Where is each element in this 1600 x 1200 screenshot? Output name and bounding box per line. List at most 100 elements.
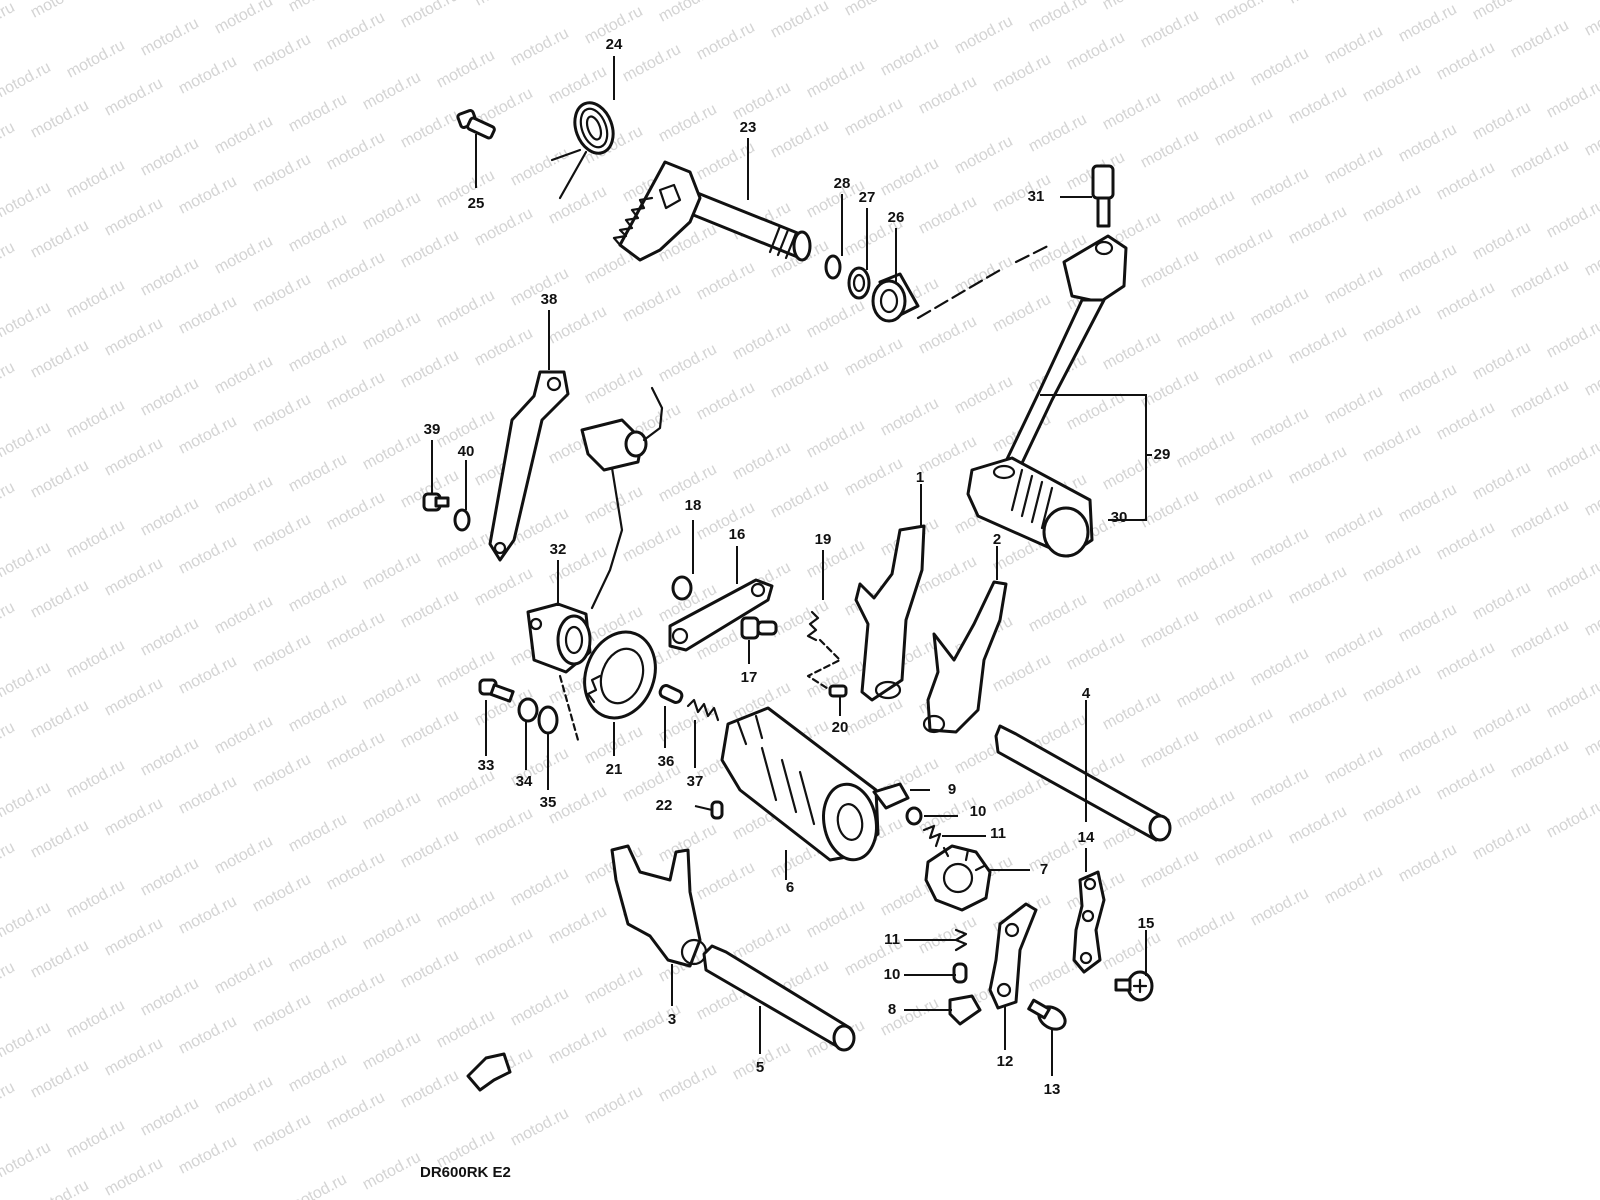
part-20-pin	[828, 684, 848, 698]
watermark-text: motod.ru	[582, 963, 646, 1008]
watermark-text: motod.ru	[28, 337, 92, 382]
watermark-text: motod.ru	[1470, 219, 1534, 264]
watermark-text: motod.ru	[952, 13, 1016, 58]
watermark-text: motod.ru	[1212, 345, 1276, 390]
watermark-text: motod.ru	[1138, 7, 1202, 52]
watermark-text: motod.ru	[434, 167, 498, 212]
watermark-text: motod.ru	[176, 413, 240, 458]
watermark-text: motod.ru	[472, 0, 536, 10]
part-15-screw	[1114, 970, 1154, 1002]
watermark-text: motod.ru	[1174, 547, 1238, 592]
watermark-text: motod.ru	[694, 259, 758, 304]
watermark-text: motod.ru	[0, 359, 18, 404]
watermark-text: motod.ru	[804, 897, 868, 942]
watermark-text: motod.ru	[1544, 557, 1600, 602]
watermark-text: motod.ru	[212, 353, 276, 398]
watermark-text: motod.ru	[1212, 825, 1276, 870]
watermark-text: motod.ru	[768, 357, 832, 402]
watermark-text: motod.ru	[286, 931, 350, 976]
watermark-text: motod.ru	[138, 135, 202, 180]
watermark-text: motod.ru	[1138, 847, 1202, 892]
watermark-text: motod.ru	[1434, 279, 1498, 324]
watermark-text: motod.ru	[324, 489, 388, 534]
watermark-text: motod.ru	[1248, 645, 1312, 690]
watermark-text: motod.ru	[1470, 699, 1534, 744]
watermark-text: motod.ru	[138, 375, 202, 420]
watermark-text: motod.ru	[804, 57, 868, 102]
watermark-text: motod.ru	[1100, 929, 1164, 974]
watermark-text: motod.ru	[324, 1089, 388, 1134]
watermark-text: motod.ru	[176, 893, 240, 938]
watermark-text: motod.ru	[212, 233, 276, 278]
watermark-text: motod.ru	[102, 1155, 166, 1200]
part-18-washer	[671, 575, 693, 601]
part-40-washer	[453, 508, 471, 532]
watermark-text: motod.ru	[1212, 585, 1276, 630]
watermark-text: motod.ru	[952, 253, 1016, 298]
callout-9: 9	[948, 781, 956, 798]
watermark-text: motod.ru	[1434, 759, 1498, 804]
watermark-text: motod.ru	[434, 527, 498, 572]
part-5-fork-shaft	[702, 944, 856, 1052]
watermark-text: motod.ru	[768, 117, 832, 162]
watermark-text: motod.ru	[1582, 475, 1600, 520]
callout-27: 27	[859, 189, 876, 206]
watermark-text: motod.ru	[1174, 667, 1238, 712]
watermark-text: motod.ru	[212, 1073, 276, 1118]
watermark-text: motod.ru	[1286, 683, 1350, 728]
watermark-text: motod.ru	[582, 1083, 646, 1128]
watermark-text: motod.ru	[472, 925, 536, 970]
watermark-text: motod.ru	[28, 817, 92, 862]
watermark-text: motod.ru	[1322, 23, 1386, 68]
watermark-text: motod.ru	[1582, 0, 1600, 40]
watermark-text: motod.ru	[1508, 617, 1572, 662]
callout-11: 11	[884, 931, 900, 948]
watermark-text: motod.ru	[1322, 623, 1386, 668]
watermark-text: motod.ru	[360, 1149, 424, 1194]
watermark-text: motod.ru	[138, 495, 202, 540]
watermark-text: motod.ru	[730, 0, 794, 4]
watermark-text: motod.ru	[546, 303, 610, 348]
watermark-text: motod.ru	[952, 373, 1016, 418]
watermark-text: motod.ru	[1470, 579, 1534, 624]
watermark-text: motod.ru	[250, 1111, 314, 1156]
part-32-switch-body	[526, 602, 592, 674]
watermark-text: motod.ru	[1100, 689, 1164, 734]
watermark-text: motod.ru	[1396, 241, 1460, 286]
part-14-stopper-plate	[1072, 870, 1106, 974]
watermark-text: motod.ru	[1360, 61, 1424, 106]
watermark-text: motod.ru	[878, 35, 942, 80]
watermark-text: motod.ru	[990, 51, 1054, 96]
part-35-o-ring	[537, 674, 580, 742]
watermark-text: motod.ru	[64, 877, 128, 922]
callout-22: 22	[656, 797, 673, 814]
watermark-text: motod.ru	[730, 319, 794, 364]
watermark-text: motod.ru	[508, 865, 572, 910]
watermark-text: motod.ru	[102, 915, 166, 960]
watermark-text: motod.ru	[694, 379, 758, 424]
part-27-washer	[847, 266, 871, 300]
watermark-text: motod.ru	[916, 433, 980, 478]
part-30-lever-rubber	[966, 456, 1094, 558]
watermark-text: motod.ru	[472, 565, 536, 610]
watermark-text: motod.ru	[1248, 45, 1312, 90]
watermark-text: motod.ru	[0, 899, 54, 944]
watermark-text: motod.ru	[64, 1117, 128, 1162]
watermark-text: motod.ru	[0, 1019, 54, 1064]
watermark-text: motod.ru	[28, 577, 92, 622]
watermark-text: motod.ru	[1508, 497, 1572, 542]
watermark-text: motod.ru	[582, 363, 646, 408]
watermark-text: motod.ru	[250, 871, 314, 916]
watermark-text: motod.ru	[1286, 323, 1350, 368]
part-39-screw	[422, 492, 450, 512]
watermark-text: motod.ru	[1064, 629, 1128, 674]
watermark-text: motod.ru	[1396, 481, 1460, 526]
callout-14: 14	[1078, 829, 1095, 846]
watermark-text: motod.ru	[1360, 661, 1424, 706]
watermark-text: motod.ru	[878, 395, 942, 440]
watermark-text: motod.ru	[916, 553, 980, 598]
watermark-text: motod.ru	[286, 211, 350, 256]
watermark-text: motod.ru	[768, 0, 832, 42]
watermark-text: motod.ru	[1434, 159, 1498, 204]
